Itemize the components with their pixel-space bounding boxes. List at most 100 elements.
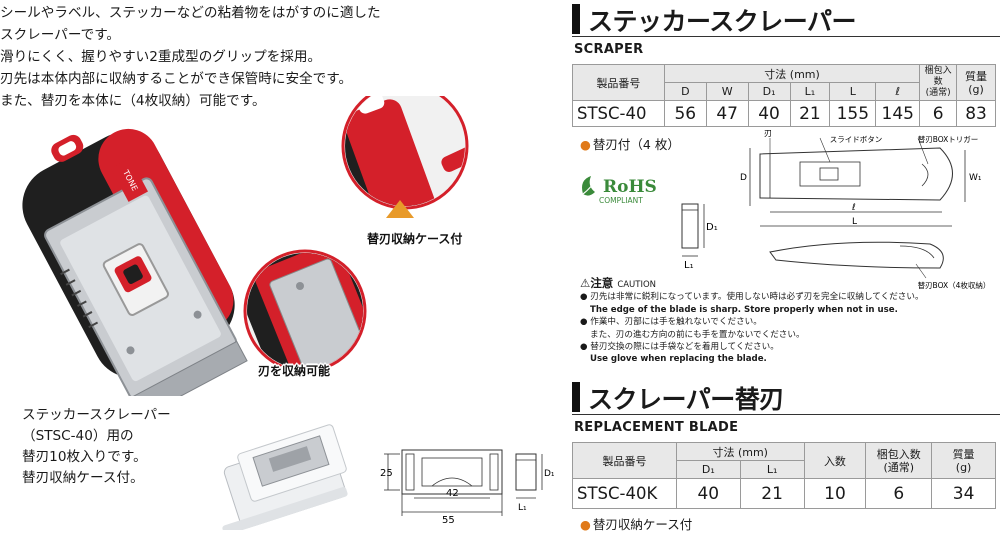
cell-weight: 83 — [956, 100, 996, 127]
mini-dim-d1: D₁ — [706, 222, 718, 233]
blade-case-illustration — [222, 424, 348, 533]
scraper-illustration: TONE — [22, 82, 469, 418]
arrow-up-icon — [386, 200, 414, 218]
description-line: 刃先は本体内部に収納することができ保管時に安全です。 — [0, 71, 353, 87]
description-line: スクレーパーです。 — [0, 27, 121, 43]
header-pack-qty: 梱包入数 (通常) — [919, 64, 958, 101]
blade-mini-drawing: D₁ L₁ — [660, 200, 730, 271]
cell-dim-l1: 21 — [739, 478, 805, 509]
scraper-note-text: 替刃付（4 枚） — [592, 137, 680, 152]
caution-line: ● 刃先は非常に鋭利になっています。使用しない時は必ず刃を完全に収納してください… — [580, 292, 924, 303]
rohs-badge: RoHS COMPLIANT — [577, 172, 665, 206]
dim-label-d1: D₁ — [544, 469, 555, 479]
replacement-note: ●替刃収納ケース付 — [580, 514, 692, 533]
caution-text-en: Use glove when replacing the blade. — [590, 354, 767, 365]
replacement-note-text: 替刃収納ケース付 — [592, 517, 693, 532]
header-product-code: 製品番号 — [572, 64, 665, 101]
header-dim-w: W — [705, 82, 749, 101]
scraper-dimension-drawing: 刃 スライドボタン 替刃BOXトリガー D W₁ ℓ L 替刃BOX（4枚収納） — [740, 129, 991, 290]
replacement-spec-table: 製品番号 寸法 (mm) 入数 梱包入数 (通常) 質量 (g) D₁ L₁ S… — [572, 442, 996, 509]
cell-dim-d: 56 — [663, 100, 707, 127]
caution-text-ja: 作業中、刃部には手を触れないでください。 — [590, 317, 762, 328]
blade-technical-drawing: 25 42 55 D₁ L₁ — [380, 440, 560, 530]
replacement-subtitle: REPLACEMENT BLADE — [574, 420, 739, 435]
title-rule — [572, 36, 1000, 37]
bullet-icon: ● — [580, 517, 591, 532]
rohs-text: RoHS — [603, 177, 657, 197]
dim-label-42: 42 — [446, 488, 459, 499]
rohs-sub-text: COMPLIANT — [599, 196, 643, 205]
replacement-section-header: スクレーパー替刃 — [572, 382, 1000, 415]
blade-description: ステッカースクレーパー （STSC-40）用の 替刃10枚入りです。 替刃収納ケ… — [22, 405, 222, 489]
header-weight-label: 質量 — [965, 69, 988, 83]
header-product-code: 製品番号 — [572, 442, 677, 479]
label-dim-l: L — [852, 217, 857, 227]
blade-case-photo — [200, 410, 385, 533]
header-weight: 質量 (g) — [931, 442, 996, 479]
caution-title-en: CAUTION — [617, 280, 657, 290]
label-slide-button: スライドボタン — [830, 135, 883, 144]
header-qty: 入数 — [803, 442, 867, 479]
header-weight: 質量 (g) — [956, 64, 996, 101]
header-weight-unit: (g) — [955, 460, 972, 474]
header-weight-label: 質量 — [952, 447, 975, 461]
table-row: STSC-40 56 47 40 21 155 145 6 83 — [572, 100, 996, 127]
header-pack-qty-label: 梱包入数 — [876, 447, 921, 461]
rohs-logo: RoHS COMPLIANT — [582, 176, 657, 205]
caution-line: ● 作業中、刃部には手を触れないでください。 — [580, 317, 762, 328]
cell-pack-qty: 6 — [919, 100, 958, 127]
cell-dim-l: 155 — [829, 100, 877, 127]
product-description: シールやラベル、ステッカーなどの粘着物をはがすのに適した スクレーパーです。 滑… — [0, 2, 480, 112]
title-bar-accent — [572, 4, 580, 34]
header-pack-qty-sub: (通常) — [925, 88, 951, 98]
label-box-trigger: 替刃BOXトリガー — [918, 134, 979, 144]
header-dim-l1: L₁ — [789, 82, 831, 101]
caution-text-ja: また、刃の進む方向の前にも手を置かないでください。 — [590, 329, 805, 340]
blade-description-line: 替刃収納ケース付。 — [22, 470, 144, 486]
caution-title: 注意 — [590, 276, 614, 290]
label-dim-d: D — [740, 173, 747, 183]
header-dim-d: D — [663, 82, 707, 101]
dim-label-l1: L₁ — [518, 503, 527, 513]
callout-blade-label: 刃を収納可能 — [258, 364, 331, 378]
description-line: シールやラベル、ステッカーなどの粘着物をはがすのに適した — [0, 5, 381, 21]
label-dim-ell: ℓ — [851, 203, 856, 213]
header-pack-qty-sub: (通常) — [883, 460, 915, 474]
title-bar-accent — [572, 382, 580, 412]
header-dimensions: 寸法 (mm) — [675, 442, 805, 461]
scraper-title: ステッカースクレーパー — [588, 7, 857, 36]
scraper-note: ●替刃付（4 枚） — [580, 134, 680, 153]
blade-description-line: 替刃10枚入りです。 — [22, 449, 147, 465]
title-rule — [572, 414, 1000, 415]
mini-dim-l1: L₁ — [684, 260, 694, 270]
cell-pack-qty: 6 — [865, 478, 933, 509]
caution-text-ja: 替刃交換の際には手袋などを着用してください。 — [590, 342, 779, 353]
cell-dim-ell: 145 — [875, 100, 921, 127]
header-dim-d1: D₁ — [747, 82, 791, 101]
header-pack-qty-label: 梱包入数 — [924, 66, 952, 87]
leaf-icon — [582, 176, 595, 196]
caution-text-ja: 刃先は非常に鋭利になっています。使用しない時は必ず刃を完全に収納してください。 — [590, 292, 924, 303]
blade-dimension-drawing: 25 42 55 D₁ L₁ — [380, 449, 555, 526]
header-dim-ell: ℓ — [875, 82, 921, 101]
cell-dim-l1: 21 — [789, 100, 831, 127]
cell-dim-d1: 40 — [675, 478, 741, 509]
scraper-product-photo: TONE — [0, 82, 560, 418]
scraper-spec-table: 製品番号 寸法 (mm) 梱包入数 (通常) 質量 (g) D W D₁ L₁ … — [572, 64, 996, 127]
cell-product-code: STSC-40 — [572, 100, 665, 127]
header-weight-unit: (g) — [968, 82, 984, 96]
scraper-technical-drawing: 刃 スライドボタン 替刃BOXトリガー D W₁ ℓ L 替刃BOX（4枚収納） — [690, 128, 995, 298]
callout-case-label: 替刃収納ケース付 — [367, 232, 463, 246]
header-pack-qty: 梱包入数 (通常) — [865, 442, 933, 479]
label-blade-box: 替刃BOX（4枚収納） — [918, 280, 991, 290]
cell-dim-d1: 40 — [747, 100, 791, 127]
caution-text-en: The edge of the blade is sharp. Store pr… — [590, 304, 898, 315]
blade-description-line: ステッカースクレーパー — [22, 407, 171, 423]
label-blade: 刃 — [764, 129, 772, 138]
label-dim-w1: W₁ — [969, 173, 982, 183]
header-dim-d1: D₁ — [675, 460, 741, 479]
scraper-subtitle: SCRAPER — [574, 42, 644, 57]
caution-line: ● 替刃交換の際には手袋などを着用してください。 — [580, 342, 779, 353]
